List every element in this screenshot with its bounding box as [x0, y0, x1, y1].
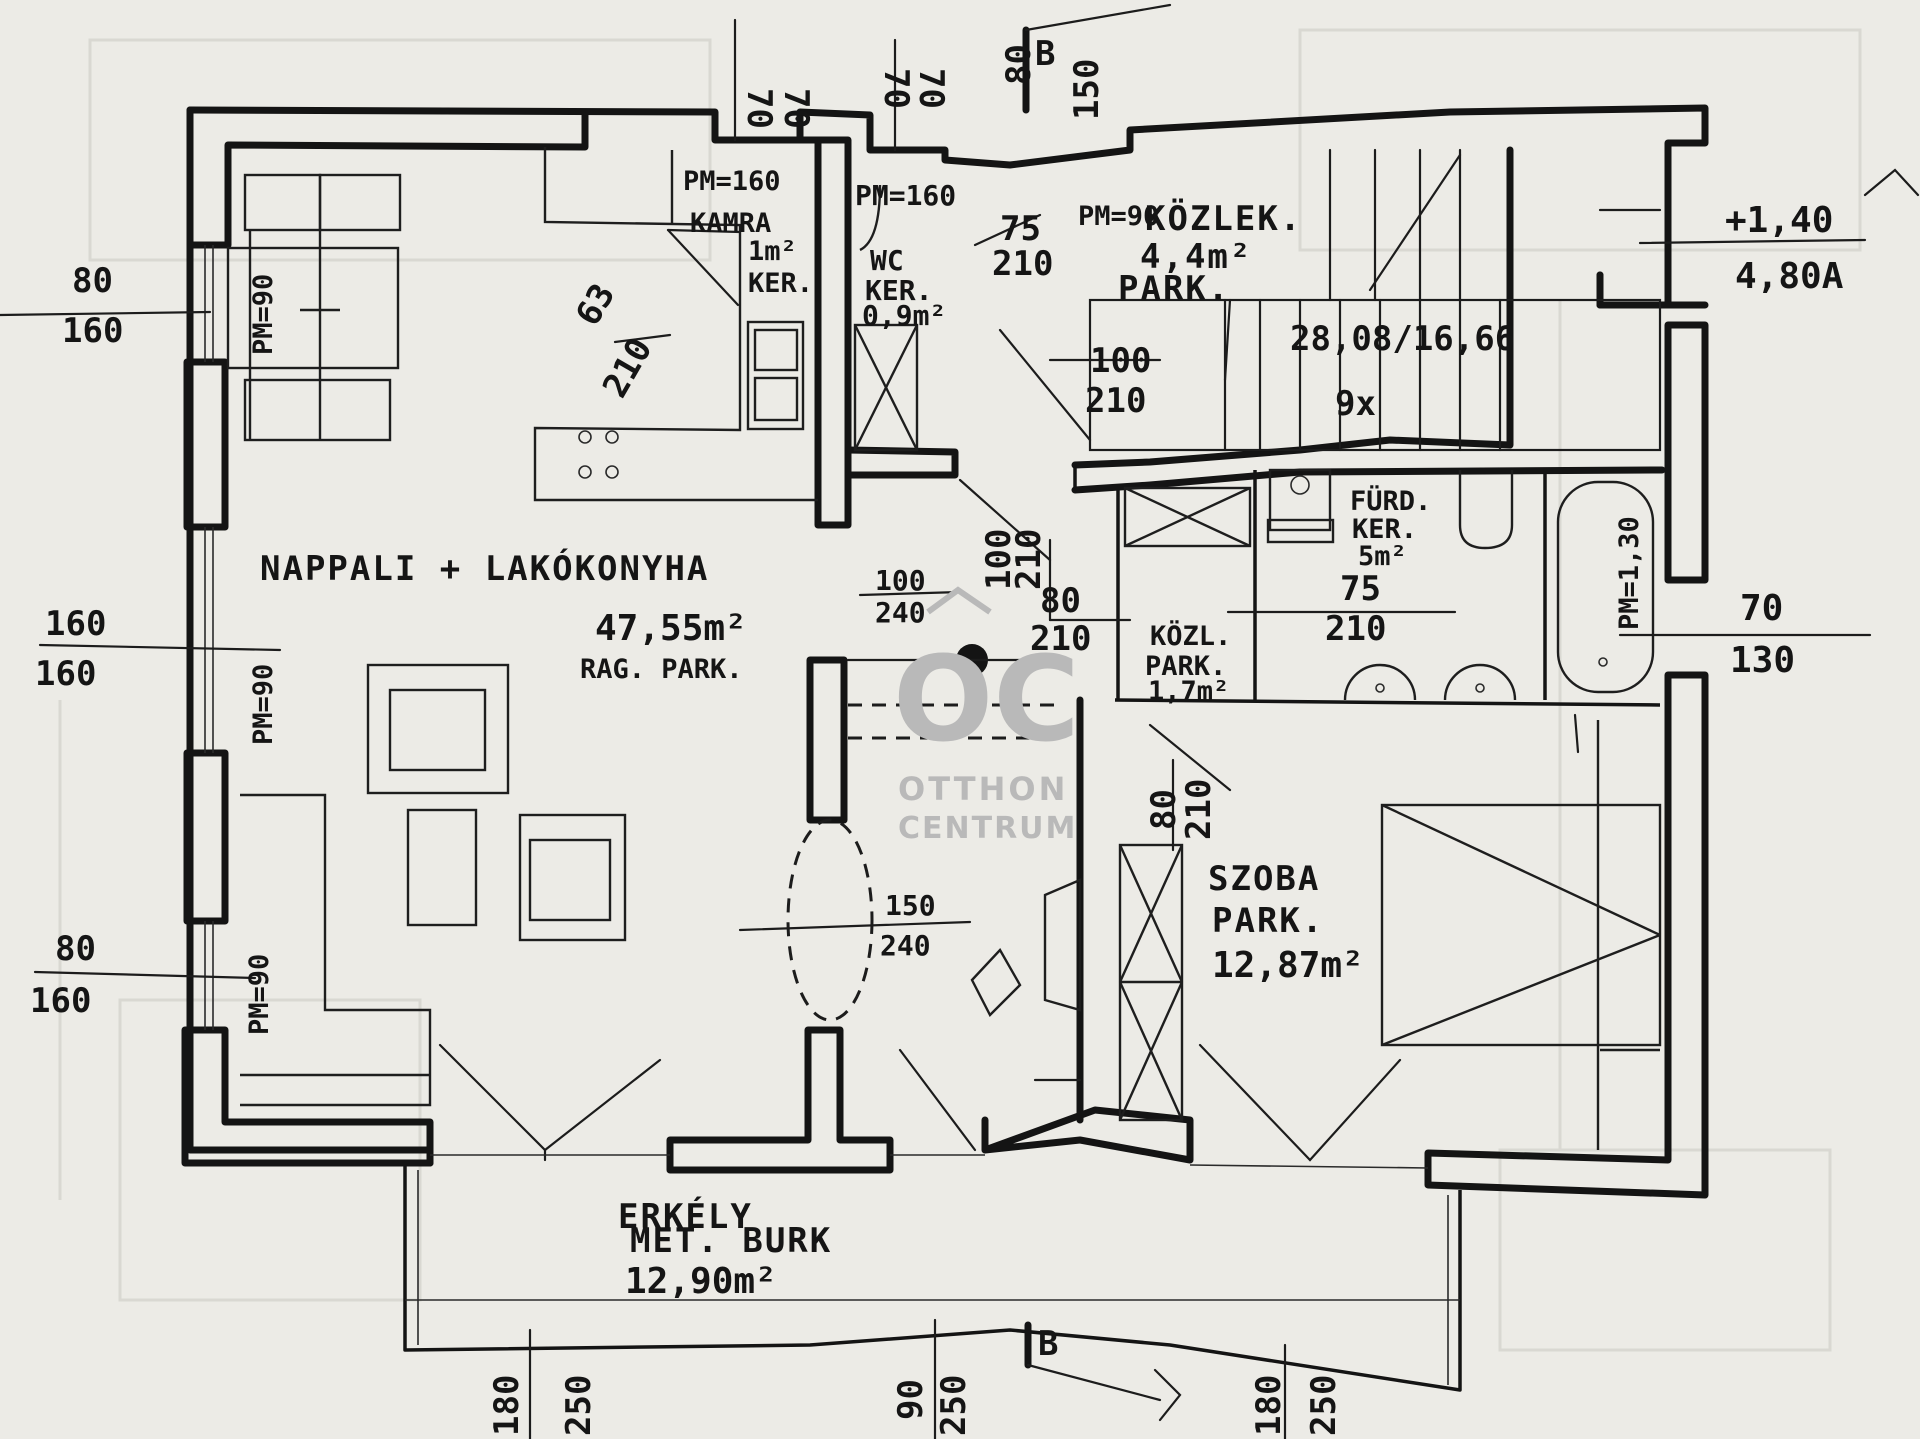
level-bottom: 4,80A: [1735, 256, 1844, 297]
parapet-left-mid: PM=90: [248, 664, 279, 745]
bath-name: FÜRD.: [1350, 484, 1431, 517]
corridor-area: 1,7m²: [1148, 676, 1229, 707]
balcony-name: ERKÉLY: [618, 1196, 753, 1237]
arch-dim-line: [738, 920, 972, 932]
dimension-lines: [0, 18, 1872, 1439]
living-furniture: [240, 663, 627, 1107]
balcony-doors: [430, 1043, 1429, 1169]
dim-pantry-h: 210: [595, 331, 660, 404]
hall-area: 4,4m²: [1140, 237, 1252, 277]
dim-left-top-w: 80: [72, 261, 113, 301]
dim-bot-c-h: 250: [1304, 1375, 1344, 1436]
dim-left-mid-h: 160: [35, 654, 96, 694]
section-marks: [1022, 3, 1920, 1422]
wc-name: WC: [870, 244, 904, 277]
hall-column: [846, 644, 1032, 676]
watermark-mark: OC: [893, 630, 1080, 768]
stairs-count: 9x: [1335, 384, 1376, 424]
watermark-line1: OTTHON: [898, 770, 1068, 808]
balcony-outline: [403, 1163, 1462, 1392]
dim-left-top-h: 160: [62, 311, 123, 351]
dim-wc-w: 75: [1000, 209, 1041, 249]
dim-top-b-w: 70: [876, 68, 916, 109]
dim-left-bot-h: 160: [30, 981, 91, 1021]
dim-hall-h: 210: [1085, 381, 1146, 421]
wc-floor: KER.: [865, 274, 932, 307]
parapet-bath: PM=1,30: [1614, 516, 1645, 630]
staircase: [1088, 148, 1662, 452]
dim-top-b-h: 70: [911, 68, 951, 109]
arch-opening: [786, 818, 874, 1022]
bedroom-name: SZOBA: [1208, 859, 1320, 899]
dim-wc-h: 210: [992, 244, 1053, 284]
dim-bedroom-door-h: 210: [1179, 779, 1219, 840]
dim-bot-a-w: 180: [487, 1375, 527, 1436]
hall-name: KÖZLEK.: [1145, 198, 1302, 239]
dim-bot-b-h: 250: [934, 1375, 974, 1436]
dim-bot-a-h: 250: [559, 1375, 599, 1436]
section-mark-bottom: B: [1038, 1324, 1058, 1364]
dim-living-open-w: 100: [875, 564, 926, 597]
bath-floor: KER.: [1352, 514, 1417, 545]
dim-right-win-w: 70: [1740, 588, 1783, 629]
watermark-line2: CENTRUM: [898, 811, 1077, 846]
level-top: +1,40: [1725, 200, 1833, 241]
pantry-door-swing: [666, 228, 742, 307]
dim-arch-h: 240: [880, 929, 931, 962]
dim-bedroom-door-w: 80: [1144, 789, 1184, 830]
dim-bot-c-w: 180: [1249, 1375, 1289, 1436]
dim-left-bot-w: 80: [55, 929, 96, 969]
dim-top-c-w: 80: [999, 44, 1039, 85]
parapet-left-top: PM=90: [248, 274, 279, 355]
parapet-hall: PM=90: [1078, 201, 1159, 232]
beam-dashed-lines: [848, 703, 1060, 740]
dim-bath-door-h: 210: [1325, 609, 1386, 649]
dim-hall-w: 100: [1090, 341, 1151, 381]
dim-arch-w: 150: [885, 889, 936, 922]
parapet-pantry: PM=160: [683, 166, 781, 197]
otthon-centrum-watermark: OC OTTHON CENTRUM: [893, 586, 1080, 846]
dim-top-a-w: 70: [739, 88, 779, 129]
pantry-area: 1m²: [748, 236, 797, 267]
dim-right-win-h: 130: [1730, 640, 1795, 681]
bath-area: 5m²: [1358, 541, 1407, 572]
dim-living-open-h: 240: [875, 596, 926, 629]
dim-top-c-h: 150: [1067, 59, 1107, 120]
dim-corr-door-h: 210: [1030, 619, 1091, 659]
parapet-left-bot: PM=90: [244, 954, 275, 1035]
balcony-floor: MET. BURK: [630, 1221, 832, 1261]
kitchen-counter: [533, 147, 818, 502]
wc-area: 0,9m²: [862, 299, 946, 332]
dim-left-mid-w: 160: [45, 604, 106, 644]
bed: [1380, 720, 1662, 1150]
dim-vert-door-w: 100: [979, 529, 1019, 590]
bedroom-area: 12,87m²: [1212, 945, 1364, 986]
balcony-area: 12,90m²: [625, 1261, 777, 1302]
dim-vert-door-h: 210: [1009, 529, 1049, 590]
bedroom-floor: PARK.: [1212, 901, 1324, 941]
section-mark-top: B: [1035, 34, 1055, 74]
parapet-wc: PM=160: [855, 179, 956, 212]
living-room-name: NAPPALI + LAKÓKONYHA: [260, 548, 709, 589]
living-room-area: 47,55m²: [595, 608, 747, 649]
dim-pantry-w: 63: [568, 277, 623, 332]
corridor-floor: PARK.: [1145, 651, 1226, 682]
stairs-ratio: 28,08/16,66: [1290, 319, 1515, 359]
closets: [853, 323, 1252, 1122]
bathroom-fixtures: [1266, 468, 1655, 701]
hall-floor: PARK.: [1118, 269, 1230, 309]
pantry-floor: KER.: [748, 268, 813, 299]
dim-top-a-h: 70: [776, 88, 816, 129]
pantry-name: KAMRA: [690, 208, 771, 239]
dim-corr-door-w: 80: [1040, 581, 1081, 621]
dining-bench: [226, 173, 402, 442]
dim-bot-b-w: 90: [891, 1379, 931, 1420]
exterior-walls: [181, 104, 1709, 1199]
living-room-floor: RAG. PARK.: [580, 654, 743, 685]
corridor-name: KÖZL.: [1150, 619, 1231, 652]
door-swings: [859, 184, 1580, 1082]
left-window-piers: [183, 245, 229, 1030]
dim-bath-door-w: 75: [1340, 569, 1381, 609]
